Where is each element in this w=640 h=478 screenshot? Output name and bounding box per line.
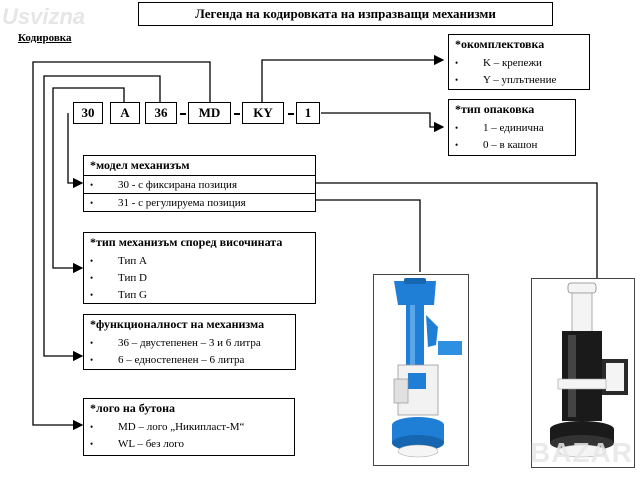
connector-model-image-left — [316, 182, 598, 278]
watermark-bottom: BAZAR — [530, 437, 633, 468]
coding-label: Кодировка — [18, 32, 72, 44]
connector-1-packaging — [321, 112, 445, 133]
bullet-icon: • — [90, 354, 94, 365]
bullet-icon: • — [90, 289, 94, 300]
legend-item: • 0 – в кашон — [455, 138, 538, 151]
flush-valve-blue-image — [374, 275, 468, 465]
legend-item: • 31 - с регулируема позиция — [90, 196, 246, 209]
legend-title: *функционалност на механизма — [90, 317, 265, 331]
bullet-icon: • — [90, 337, 94, 348]
legend-item: • 6 – едностепенен – 6 литра — [90, 353, 245, 366]
bullet-icon: • — [455, 139, 459, 150]
legend-model: *модел механизъм • 30 - с фиксирана пози… — [83, 155, 316, 212]
page-title-text: Легенда на кодировката на изпразващи мех… — [195, 6, 496, 21]
connector-36-function — [43, 75, 161, 362]
code-cell-model: 30 — [73, 102, 103, 124]
legend-item: • 36 – двустепенен – 3 и 6 литра — [90, 336, 261, 349]
code-cell-completeness: KY — [242, 102, 284, 124]
page-title: Легенда на кодировката на изпразващи мех… — [138, 2, 553, 26]
legend-title: *лого на бутона — [90, 401, 175, 415]
legend-button-logo: *лого на бутона • MD – лого „Никипласт-М… — [83, 398, 295, 456]
legend-packaging: *тип опаковка • 1 – единична • 0 – в каш… — [448, 99, 576, 156]
bullet-icon: • — [455, 74, 459, 85]
legend-item: • 1 – единична — [455, 121, 544, 134]
legend-title: *окомплектовка — [455, 37, 545, 51]
legend-item: • Тип D — [90, 271, 147, 284]
bullet-icon: • — [90, 421, 94, 432]
legend-item: • Y – уплътнение — [455, 73, 557, 86]
legend-functionality: *функционалност на механизма • 36 – двус… — [83, 314, 296, 370]
bullet-icon: • — [455, 122, 459, 133]
connector-ky-completeness — [261, 54, 445, 102]
connector-model-image-right — [316, 199, 421, 272]
bullet-icon: • — [90, 179, 94, 190]
bullet-icon: • — [90, 255, 94, 266]
flush-valve-white-image — [532, 279, 634, 467]
watermark-top: Usvizna — [2, 4, 86, 29]
code-cell-logo: MD — [188, 102, 231, 124]
connector-a-height — [52, 87, 125, 274]
code-cell-packaging: 1 — [296, 102, 320, 124]
bullet-icon: • — [90, 272, 94, 283]
connector-md-logo — [32, 61, 211, 431]
code-separator — [288, 113, 294, 115]
legend-item: • MD – лого „Никипласт-М“ — [90, 420, 245, 433]
legend-item: • 30 - с фиксирана позиция — [84, 176, 315, 194]
legend-item: • K – крепежи — [455, 56, 542, 69]
legend-title: *тип опаковка — [455, 102, 535, 116]
legend-item: • WL – без лого — [90, 437, 184, 450]
code-cell-height: A — [110, 102, 140, 124]
legend-title: *тип механизъм според височината — [90, 235, 283, 249]
legend-title: *модел механизъм — [84, 156, 315, 176]
connector-30-model — [67, 113, 84, 189]
bullet-icon: • — [90, 438, 94, 449]
bullet-icon: • — [90, 197, 94, 208]
legend-item: • Тип A — [90, 254, 147, 267]
legend-completeness: *окомплектовка • K – крепежи • Y – уплът… — [448, 34, 590, 90]
code-cell-function: 36 — [145, 102, 177, 124]
product-image-blue — [373, 274, 469, 466]
code-separator — [180, 113, 186, 115]
product-image-white — [531, 278, 635, 468]
legend-item: • Тип G — [90, 288, 147, 301]
legend-height-type: *тип механизъм според височината • Тип A… — [83, 232, 316, 304]
code-separator — [234, 113, 240, 115]
bullet-icon: • — [455, 57, 459, 68]
